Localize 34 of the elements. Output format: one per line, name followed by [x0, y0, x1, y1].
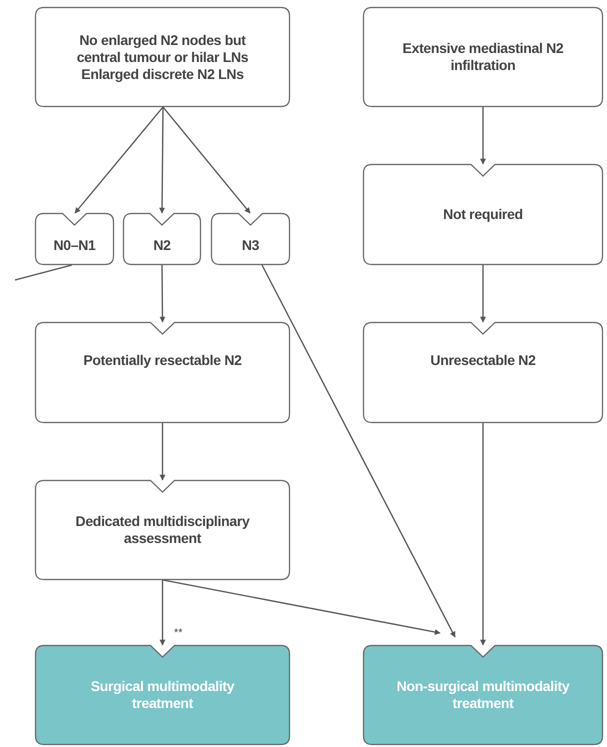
process-box [35, 480, 290, 580]
arrow [480, 423, 486, 646]
box-text: No enlarged N2 nodes but central tumour or hilar LNs [76, 32, 250, 66]
process-box [363, 322, 603, 423]
arrow [160, 580, 166, 646]
arrow [480, 265, 486, 323]
arrow [162, 579, 441, 635]
box-text: Not required [443, 206, 523, 223]
box-text: Non-surgical multimodality treatment [396, 678, 570, 712]
box-text: N3 [242, 236, 260, 254]
process-box [35, 645, 290, 745]
process-box [123, 213, 201, 265]
process-box [35, 322, 290, 423]
process-box [35, 7, 290, 107]
box-text: Dedicated multidisciplinary assessment [74, 513, 251, 547]
process-box [363, 645, 603, 745]
box-text: N0–N1 [53, 236, 96, 254]
box-text: Potentially resectable N2 [83, 352, 242, 369]
box-text: Enlarged discrete N2 LNs [81, 66, 244, 82]
arrow [159, 107, 165, 214]
box-text: Surgical multimodality treatment [90, 678, 236, 712]
box-text: N2 [153, 236, 171, 254]
arrow [160, 423, 166, 481]
process-box [35, 213, 114, 265]
arrow [160, 265, 166, 323]
arrow [480, 107, 486, 165]
arrow [162, 106, 250, 214]
box-text: Unresectable N2 [430, 352, 536, 369]
arrow [74, 106, 164, 214]
box-text: Extensive mediastinal N2 infiltration [402, 40, 564, 74]
process-box [363, 164, 603, 265]
arrow [261, 264, 456, 638]
process-box [363, 7, 603, 107]
process-box [211, 213, 290, 265]
